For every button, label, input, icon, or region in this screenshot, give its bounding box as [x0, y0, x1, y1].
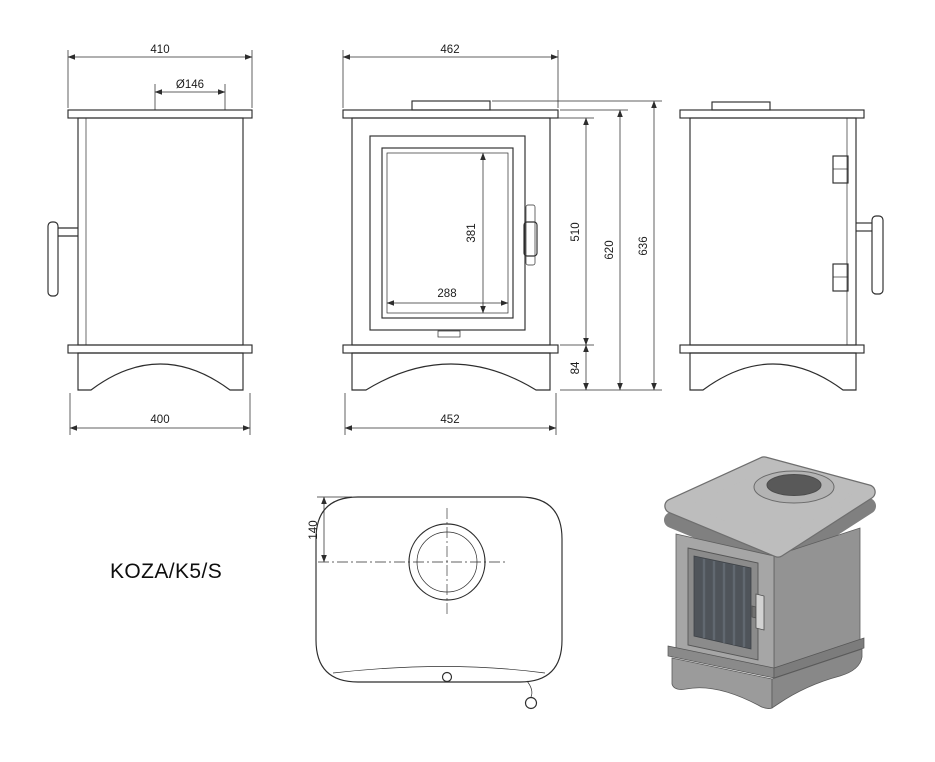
dim-glass-width: 288 [437, 288, 456, 300]
left-view-base-skirt [77, 352, 244, 391]
front-view-door-latch [437, 330, 461, 338]
left-view-dimensions: 410 Ø146 400 [67, 44, 253, 435]
top-view-front-knob [441, 671, 453, 683]
right-view-top-plate [679, 109, 865, 119]
render-door-handle [755, 593, 765, 631]
right-view-hinge-top [832, 155, 849, 184]
top-view-plate-outline [315, 496, 563, 683]
dim-glass-height: 381 [466, 223, 478, 242]
front-view-base-plate [342, 344, 559, 354]
front-view [342, 100, 559, 391]
left-side-view [47, 109, 253, 391]
front-view-door-handle [523, 221, 538, 257]
dim-flue-diameter: Ø146 [176, 79, 204, 91]
stove-3d-render [664, 456, 876, 709]
dim-left-bottom-width: 400 [150, 414, 169, 426]
top-view-front-edge [332, 666, 546, 674]
right-view-base-plate [679, 344, 865, 354]
top-view-damper-ring [524, 696, 538, 710]
front-view-door-bezel [381, 147, 514, 319]
model-title: KOZA/K5/S [110, 560, 222, 583]
front-view-door-glass [386, 152, 509, 314]
dim-front-bottom-width: 452 [440, 414, 459, 426]
render-flue-hole [766, 474, 822, 496]
render-door-glass [693, 555, 752, 650]
dim-total-height: 636 [638, 236, 650, 255]
dim-front-top-width: 462 [440, 44, 459, 56]
left-view-base-plate [67, 344, 253, 354]
render-skirt-front [671, 657, 773, 709]
dim-left-top-width: 410 [150, 44, 169, 56]
front-view-glass-dimensions: 381 288 [386, 152, 509, 314]
front-view-base-skirt [351, 352, 551, 391]
render-glass-reflections [702, 559, 746, 647]
front-view-top-plate [342, 109, 559, 119]
dim-base-height: 84 [570, 361, 582, 374]
dim-flue-offset: 140 [308, 520, 320, 539]
dim-door-height: 510 [570, 222, 582, 241]
right-view-handle-bar [871, 215, 884, 295]
render-base-lip-side [773, 637, 865, 679]
left-view-top-plate [67, 109, 253, 119]
front-view-latch-rod [525, 204, 536, 266]
right-view-hinge-bottom [832, 263, 849, 292]
render-skirt-side [771, 648, 863, 709]
front-view-height-dimensions: 510 84 620 636 [492, 100, 662, 391]
dim-body-height: 620 [604, 240, 616, 259]
front-view-door-frame [369, 135, 526, 331]
right-view-base-skirt [689, 352, 857, 391]
left-view-body [77, 117, 244, 346]
right-view-body [689, 117, 857, 346]
right-side-view [679, 101, 884, 391]
top-view-damper-chain [526, 680, 533, 698]
left-view-handle-bar [47, 221, 59, 297]
right-view-flue-collar [711, 101, 771, 111]
render-handle-mount [751, 605, 757, 619]
front-view-flue-collar [411, 100, 491, 111]
top-view: 140 [308, 496, 563, 710]
front-view-width-dimensions: 452 462 [342, 44, 559, 435]
